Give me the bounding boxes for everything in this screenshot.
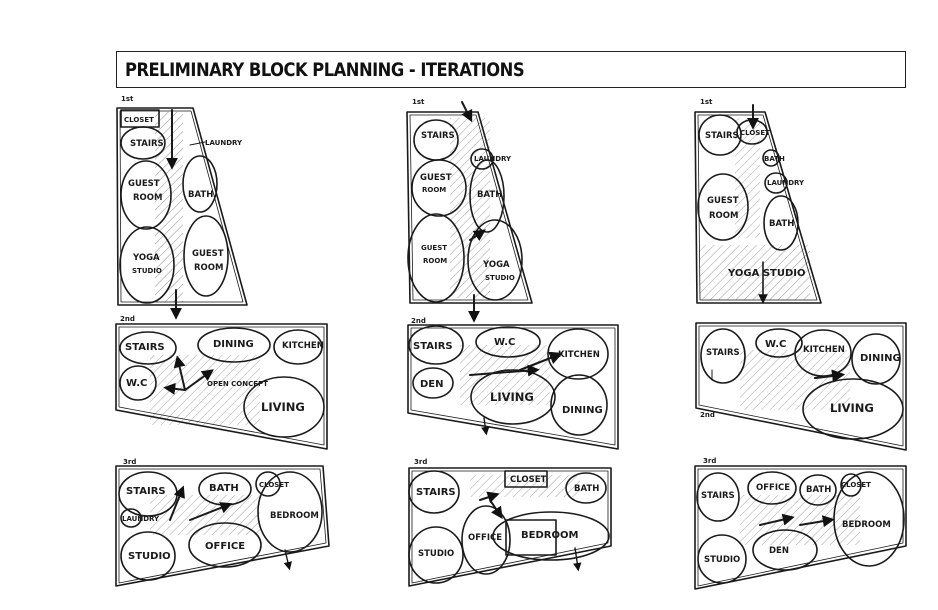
iter2-f1-room-room-b: ROOM [423, 257, 447, 265]
iter1-floor3-plan [115, 465, 330, 587]
iter2-f2-room-living: LIVING [490, 390, 534, 404]
iter1-f3-room-stairs: STAIRS [126, 486, 166, 497]
iter1-f1-floor-label: 1st [121, 95, 134, 103]
iter1-f1-room-studio: STUDIO [132, 267, 162, 275]
iter2-f1-room-stairs: STAIRS [421, 131, 455, 141]
iter1-f2-room-stairs: STAIRS [125, 342, 165, 353]
iter1-f3-floor-label: 3rd [123, 458, 136, 466]
iter1-f2-room-living: LIVING [261, 400, 305, 414]
sheet-title: PRELIMINARY BLOCK PLANNING - ITERATIONS [125, 58, 525, 81]
iter2-f2-room-stairs: STAIRS [413, 341, 453, 352]
iter1-f1-room-yoga: YOGA [132, 253, 160, 263]
iter2-f3-room-office: OFFICE [468, 533, 502, 543]
iter2-f3-room-bedroom: BEDROOM [521, 530, 578, 541]
iter3-f1-room-bath: BATH [769, 219, 794, 229]
iter1-f3-room-bedroom: BEDROOM [270, 511, 319, 521]
iter1-f2-room-kitchen: KITCHEN [282, 341, 324, 351]
iter2-f2-floor-label: 2nd [411, 317, 426, 325]
iter3-f2-room-living: LIVING [830, 401, 874, 415]
iter2-f3-room-bath: BATH [574, 484, 599, 494]
iter3-f3-room-stairs: STAIRS [701, 491, 735, 501]
iter1-f1-room-closet: CLOSET [124, 116, 154, 124]
iter3-f1-room-stairs: STAIRS [705, 131, 739, 141]
iter2-f1-room-studio: STUDIO [485, 274, 515, 282]
iter3-f3-room-bath: BATH [806, 485, 831, 495]
iter1-f2-room-dining: DINING [213, 339, 254, 350]
iter3-f1-room-bath-small: BATH [764, 155, 785, 163]
iter2-f2-room-wc: W.C [494, 337, 515, 348]
iter1-f1-room-room-b: ROOM [194, 263, 223, 273]
iter1-f3-room-office: OFFICE [205, 541, 245, 552]
iter3-f3-room-bedroom: BEDROOM [842, 520, 891, 530]
iter3-f3-room-closet: CLOSET [841, 481, 871, 489]
iter2-f2-room-den: DEN [420, 379, 444, 390]
iter3-f1-room-guest: GUEST [707, 196, 739, 206]
iter2-f3-room-stairs: STAIRS [416, 487, 456, 498]
iter3-f1-room-yoga-studio: YOGA STUDIO [727, 268, 805, 279]
iter1-f1-room-laundry: LAUNDRY [205, 139, 243, 147]
iter3-floor2-plan [695, 322, 907, 451]
iter2-floor2-plan [407, 324, 619, 450]
iter1-f3-room-studio: STUDIO [128, 551, 171, 562]
iter3-f2-room-wc: W.C [765, 339, 786, 350]
iter2-f1-room-room-a: ROOM [422, 186, 446, 194]
iter1-f3-room-closet: CLOSET [259, 481, 289, 489]
iter1-f3-room-bath: BATH [209, 483, 239, 494]
iter1-f2-room-open-concept: OPEN CONCEPT [207, 380, 268, 388]
iter2-f1-room-laundry: LAUNDRY [474, 155, 512, 163]
iter2-f1-room-guest-a: GUEST [420, 173, 452, 183]
iter1-f1-room-guest-b: GUEST [192, 249, 224, 259]
iter3-f2-floor-label: 2nd [700, 411, 715, 419]
iter3-floor1-plan [694, 104, 822, 304]
iter1-floor1-plan [116, 107, 248, 320]
iter3-f2-room-stairs: STAIRS [706, 348, 740, 358]
iter1-f2-floor-label: 2nd [120, 315, 135, 323]
iter3-floor3-plan [694, 465, 907, 590]
iter2-f2-room-dining: DINING [562, 405, 603, 416]
iter1-f1-room-room-a: ROOM [133, 193, 162, 203]
iter3-f2-room-dining: DINING [860, 353, 901, 364]
iter2-f3-floor-label: 3rd [414, 458, 427, 466]
iter2-f1-floor-label: 1st [412, 98, 425, 106]
iter2-f2-room-kitchen: KITCHEN [558, 350, 600, 360]
iter1-f1-room-stairs: STAIRS [130, 139, 164, 149]
iter1-floor2-plan [115, 323, 328, 450]
iter3-f1-room-closet: CLOSET [740, 129, 770, 137]
iter2-f1-room-bath: BATH [477, 190, 502, 200]
iter2-f1-room-guest-b: GUEST [421, 244, 447, 252]
iter1-f2-room-wc: W.C [126, 378, 147, 389]
iter3-f2-room-kitchen: KITCHEN [803, 345, 845, 355]
title-box: PRELIMINARY BLOCK PLANNING - ITERATIONS [116, 51, 906, 88]
iter1-f3-room-laundry: LAUNDRY [122, 515, 160, 523]
iter3-f1-room-laundry: LAUNDRY [767, 179, 805, 187]
iter2-floor1-plan [406, 101, 533, 323]
iter3-f3-floor-label: 3rd [703, 457, 716, 465]
iter3-f1-room-room: ROOM [709, 211, 738, 221]
iter1-f1-room-guest-a: GUEST [128, 179, 160, 189]
iter2-f3-room-studio: STUDIO [418, 549, 454, 559]
iter3-f3-room-den: DEN [769, 546, 789, 556]
iter2-f1-room-yoga: YOGA [482, 260, 510, 270]
iter2-floor3-plan [408, 467, 612, 587]
iter3-f3-room-studio: STUDIO [704, 555, 740, 565]
iter3-f1-floor-label: 1st [700, 98, 713, 106]
iter1-f1-room-bath: BATH [188, 190, 213, 200]
iter2-f3-room-closet: CLOSET [510, 475, 547, 485]
iter3-f3-room-office: OFFICE [756, 483, 790, 493]
